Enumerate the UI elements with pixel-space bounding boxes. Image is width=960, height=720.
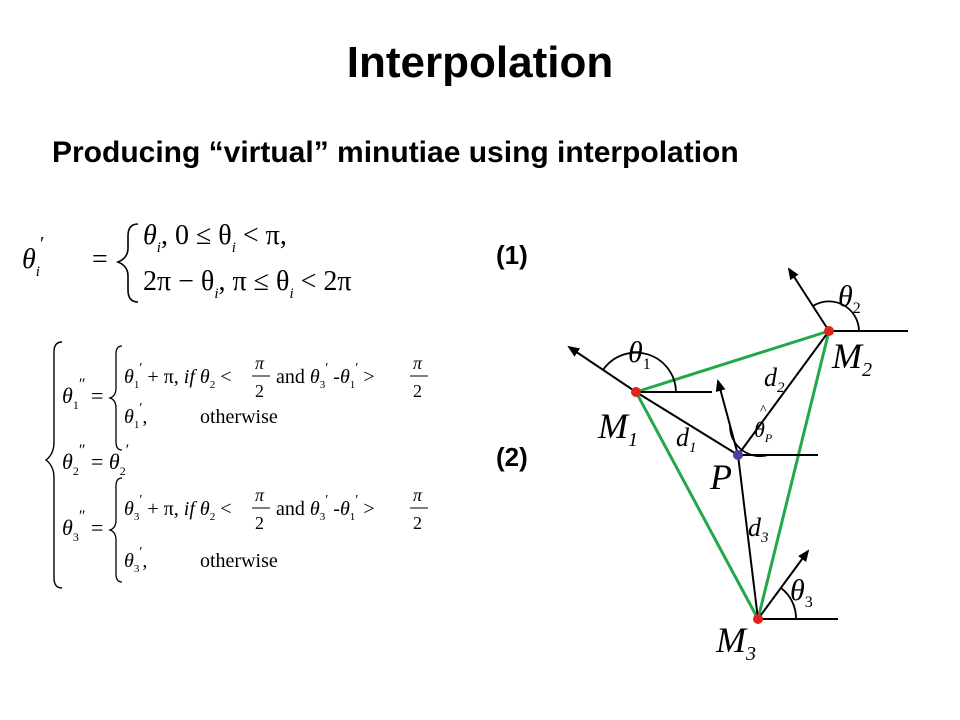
eq2-theta1-case1: θ1′ + π, if θ2 < (124, 361, 232, 391)
label-p: P (709, 457, 732, 497)
minutia-m2 (824, 326, 834, 336)
eq1-brace (115, 223, 139, 303)
minutia-m3 (753, 614, 763, 624)
slide-subtitle: Producing “virtual” minutiae using inter… (52, 136, 739, 169)
virtual-point-p (733, 450, 743, 460)
label-theta-p-hat: ^ (760, 403, 767, 418)
slide-title: Interpolation (346, 38, 614, 87)
distance-line-d2 (737, 330, 830, 456)
label-m2: M2 (831, 336, 872, 381)
eq2-pi-fraction-den: 2 (255, 381, 264, 401)
eq2-theta3-brace (107, 477, 123, 583)
label-m1: M1 (597, 406, 638, 451)
eq2-theta2: θ2″ = θ2′ (62, 442, 129, 478)
eq2-theta1-lhs: θ1″ = (62, 376, 103, 412)
angle-arc-m2 (812, 300, 860, 332)
triangle (634, 329, 831, 620)
angle-arc-m3 (780, 587, 797, 620)
equation-1: θi′ = θi, 0 ≤ θi < π, 2π − θi, π ≤ θi < … (22, 220, 352, 303)
eq2-pi-fraction-num: π (255, 353, 265, 373)
distance-line-d1 (635, 391, 739, 456)
eq2-theta3-case1: θ3′ + π, if θ2 < (124, 493, 232, 523)
label-d2: d2 (764, 363, 785, 396)
minutia-m1 (631, 387, 641, 397)
eq2-theta1-condition: and θ3′ -θ1′ > (276, 361, 375, 391)
label-m3: M3 (715, 620, 756, 665)
eq1-case1: θi, 0 ≤ θi < π, (143, 220, 287, 256)
direction-arrow-m2 (787, 267, 830, 332)
angle-arc-m1 (602, 351, 677, 393)
eq2-theta1-otherwise: otherwise (200, 406, 278, 428)
label-d1: d1 (676, 423, 697, 456)
equation-1-label: (1) (496, 240, 528, 270)
eq2-theta1-case2: θ1′, (124, 401, 147, 431)
eq1-case2: 2π − θi, π ≤ θi < 2π (143, 266, 352, 302)
eq2-pi-fraction-den-3: 2 (255, 513, 264, 533)
eq1-equals: = (92, 244, 108, 275)
eq2-pi-fraction-den-4: 2 (413, 513, 422, 533)
label-theta-p: θP (754, 417, 773, 445)
equation-2: θ1″ = θ1′ + π, if θ2 < π 2 and θ3′ -θ1′ … (44, 341, 428, 589)
direction-arrow-m3 (757, 549, 810, 620)
eq2-theta3-case2: θ3′, (124, 545, 147, 575)
eq2-outer-brace (44, 341, 63, 589)
eq2-theta3-lhs: θ3″ = (62, 508, 103, 544)
eq2-theta1-brace (107, 345, 123, 451)
eq2-pi-fraction-num-3: π (255, 485, 265, 505)
angle-arc-p (729, 425, 769, 457)
eq2-theta3-condition: and θ3′ -θ1′ > (276, 493, 375, 523)
eq2-pi-fraction-den-2: 2 (413, 381, 422, 401)
label-theta3: θ3 (790, 574, 813, 611)
label-d3: d3 (748, 513, 769, 546)
label-theta1: θ1 (628, 336, 651, 373)
eq2-pi-fraction-num-2: π (413, 353, 423, 373)
equation-2-label: (2) (496, 442, 528, 472)
distance-line-d3 (737, 454, 759, 620)
label-theta2: θ2 (838, 280, 861, 317)
eq2-pi-fraction-num-4: π (413, 485, 423, 505)
eq2-theta3-otherwise: otherwise (200, 550, 278, 572)
